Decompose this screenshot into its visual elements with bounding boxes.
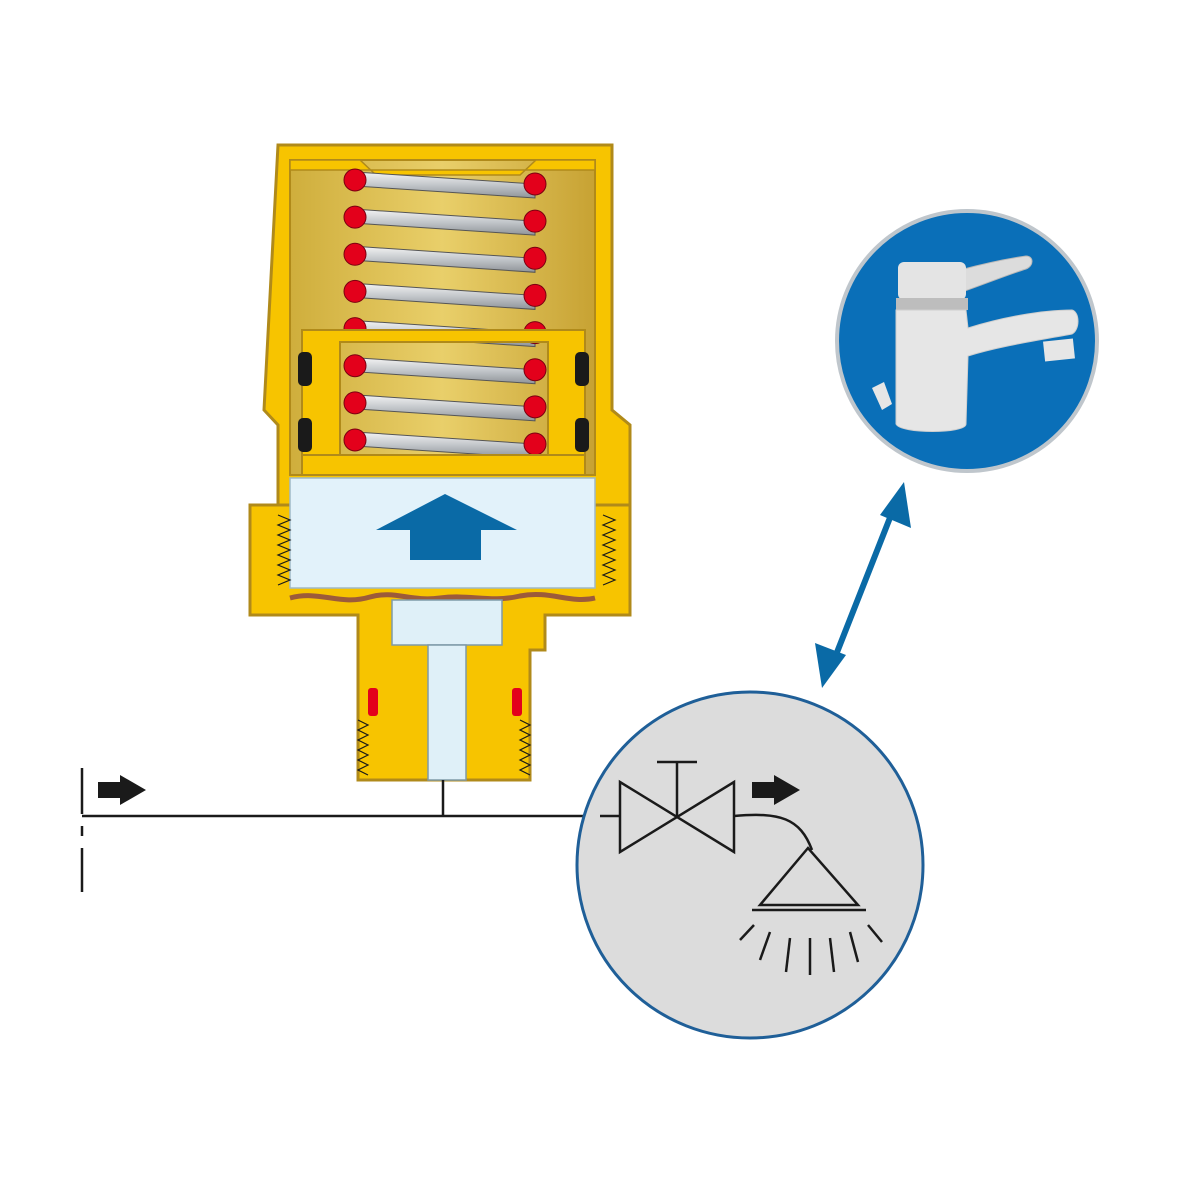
spring-coil-section [523,246,547,270]
spring-coil-section [523,283,547,307]
shower-hose [733,813,814,851]
nipple-seal-left [368,688,378,716]
spring-coil-section [343,354,367,378]
top-cap [289,159,596,176]
spring-coil-section [343,242,367,266]
valve-symbol-icon [618,760,736,855]
spring-coil-section [523,395,547,419]
valve-stem-head [391,599,503,646]
double-headed-arrow-icon [815,482,911,688]
faucet-icon [872,255,1079,432]
nipple-thread [518,719,532,776]
nipple-thread [356,719,370,776]
fixture-badge [575,690,925,1040]
spring-coil-section [343,391,367,415]
pipe-line [80,768,620,892]
flow-arrow-icon [98,775,146,805]
spring-coil-section [523,432,547,456]
spring-coil-section [343,428,367,452]
nipple-threads [356,719,532,776]
spring-coil-section [523,358,547,382]
spring-coil-section [343,168,367,192]
pressure-arrow-icon [376,494,517,560]
spring-coil-section [523,172,547,196]
spring-coil-section [343,279,367,303]
valve-stem [427,644,467,781]
membrane [289,592,596,603]
body-threads [276,514,617,586]
shower-head-icon [752,846,866,912]
spring-coil-section [523,209,547,233]
water-hammer-arrestor-cutaway [248,143,632,782]
piston-base [301,454,586,476]
piston-seals [298,352,589,452]
shower-spray [739,924,883,975]
outlet-flow-arrow-icon [752,775,800,805]
faucet-badge [835,209,1099,473]
spring-coil-section [343,205,367,229]
nipple-seal-right [512,688,522,716]
